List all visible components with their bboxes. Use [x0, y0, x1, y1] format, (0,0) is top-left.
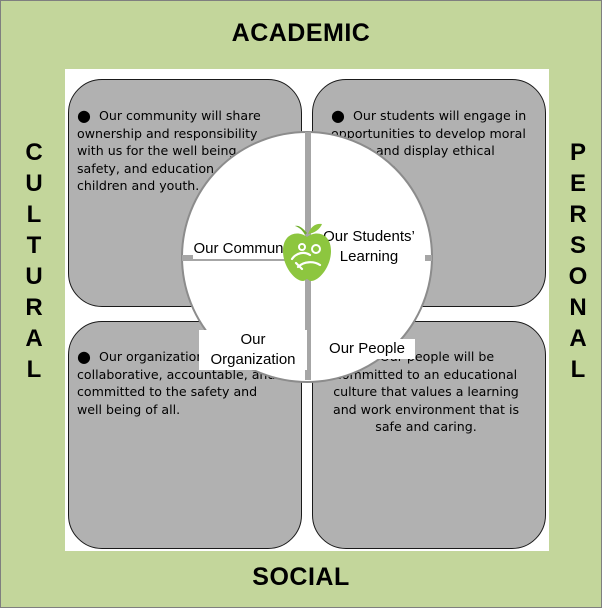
- academic-label: ACADEMIC: [231, 19, 371, 47]
- bullet-icon: ●: [77, 347, 91, 366]
- cultural-letter: C: [25, 139, 43, 166]
- personal-letter: A: [569, 325, 587, 352]
- cultural-letter: U: [25, 170, 43, 197]
- cultural-letter: A: [25, 325, 43, 352]
- personal-letter: O: [568, 263, 588, 290]
- cultural-letter: T: [26, 232, 42, 259]
- quadrant-our-people: Our People: [319, 339, 415, 359]
- personal-letter: L: [570, 356, 586, 383]
- cultural-label: C U L T U R A L: [17, 137, 51, 385]
- bullet-icon: ●: [331, 106, 345, 125]
- personal-letter: P: [569, 139, 586, 166]
- bullet-icon: ●: [77, 106, 91, 125]
- apple-logo-icon: [283, 223, 331, 281]
- cultural-letter: R: [25, 294, 43, 321]
- cultural-letter: L: [26, 201, 42, 228]
- community-text: Our community will share ownership and r…: [77, 108, 261, 193]
- organization-statement: ●Our organization will be collaborative,…: [77, 348, 282, 418]
- personal-letter: S: [569, 232, 586, 259]
- cultural-letter: U: [25, 263, 43, 290]
- quadrant-our-students-learning: Our Students’ Learning: [313, 227, 425, 267]
- personal-letter: N: [569, 294, 587, 321]
- organization-text: Our organization will be collaborative, …: [77, 349, 276, 417]
- quadrant-our-community: Our Community: [193, 239, 299, 259]
- personal-letter: E: [569, 170, 586, 197]
- diagram-panel: ●Our community will share ownership and …: [65, 69, 549, 551]
- community-statement: ●Our community will share ownership and …: [77, 107, 277, 195]
- cultural-letter: L: [26, 356, 42, 383]
- social-label: SOCIAL: [252, 563, 350, 591]
- quadrant-our-organization: Our Organization: [199, 330, 307, 370]
- personal-label: P E R S O N A L: [561, 137, 595, 385]
- personal-letter: R: [569, 201, 587, 228]
- people-text: Our people will be committed to an educa…: [332, 349, 520, 434]
